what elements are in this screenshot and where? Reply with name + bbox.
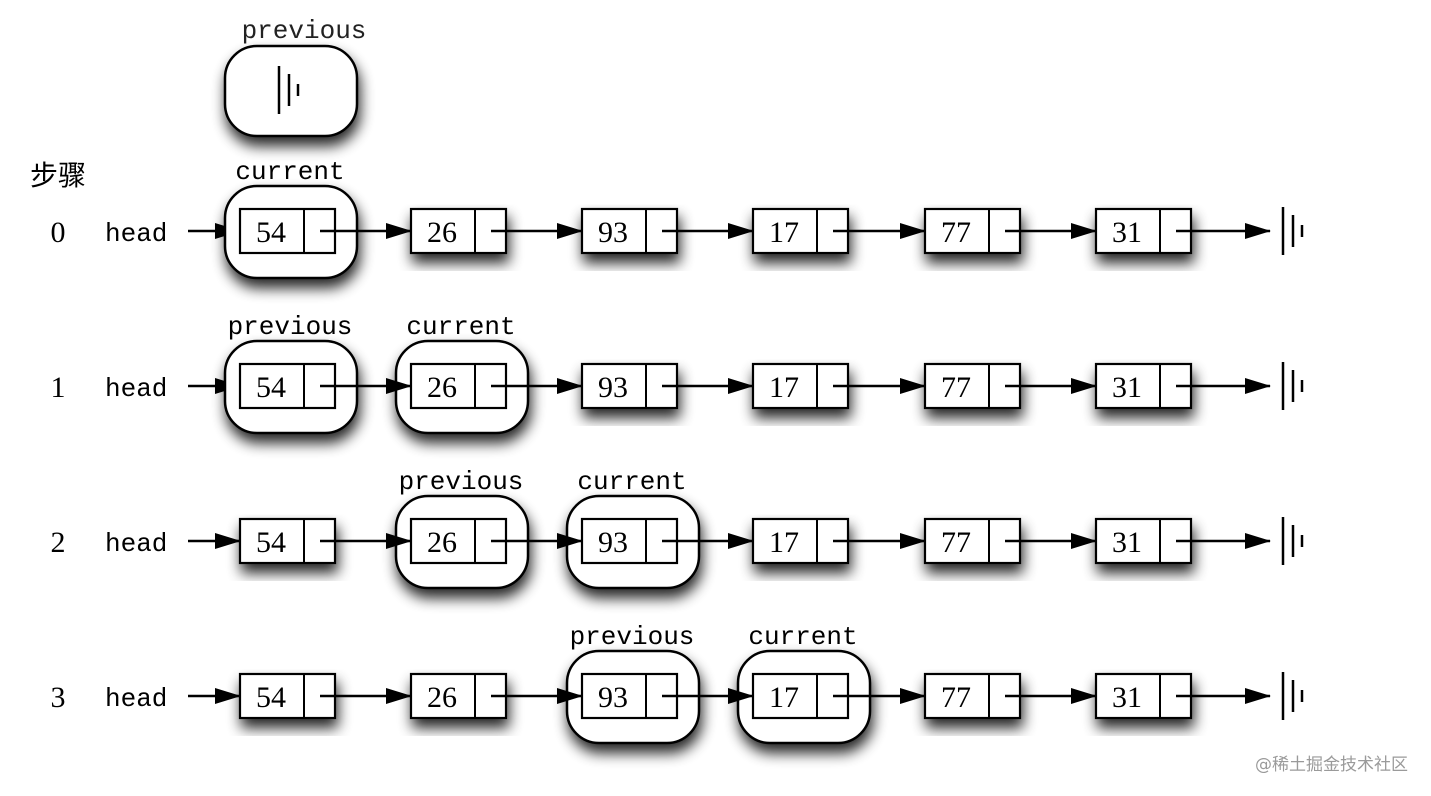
list-node: 77 xyxy=(923,672,1097,720)
list-node: 26 xyxy=(409,362,583,410)
head-label: head xyxy=(105,529,167,559)
node-value: 17 xyxy=(769,371,799,404)
node-value: 93 xyxy=(598,526,628,559)
step-number: 2 xyxy=(51,526,66,559)
node-value: 26 xyxy=(427,681,457,714)
node-value: 54 xyxy=(256,526,286,559)
list-node: 93 xyxy=(580,207,754,255)
watermark: @稀土掘金技术社区 xyxy=(1255,755,1408,775)
initial-previous-label: previous xyxy=(242,16,367,46)
node-value: 93 xyxy=(598,681,628,714)
list-node: 26 xyxy=(409,207,583,255)
node-box xyxy=(580,672,679,720)
node-value: 54 xyxy=(256,681,286,714)
node-value: 31 xyxy=(1112,526,1142,559)
node-box xyxy=(1094,362,1193,410)
list-node: 93 xyxy=(580,672,754,720)
none-ground-icon xyxy=(1281,672,1304,720)
node-value: 93 xyxy=(598,216,628,249)
list-node: 17 xyxy=(751,362,926,410)
node-value: 77 xyxy=(941,216,971,249)
list-node: 31 xyxy=(1094,672,1271,720)
node-value: 77 xyxy=(941,681,971,714)
node-box xyxy=(409,207,508,255)
step-row-3: 3 head previous current 54 26 93 17 77 31 xyxy=(51,622,1304,745)
step-number: 0 xyxy=(51,216,66,249)
none-ground-icon xyxy=(1281,207,1304,255)
current-label: current xyxy=(577,467,686,497)
node-box xyxy=(751,672,850,720)
node-value: 54 xyxy=(256,371,286,404)
list-node: 31 xyxy=(1094,207,1271,255)
node-box xyxy=(238,207,337,255)
list-node: 77 xyxy=(923,362,1097,410)
node-value: 54 xyxy=(256,216,286,249)
list-node: 54 xyxy=(238,207,412,255)
node-value: 17 xyxy=(769,681,799,714)
node-box xyxy=(238,362,337,410)
node-box xyxy=(1094,672,1193,720)
none-ground-icon xyxy=(1281,362,1304,410)
node-value: 31 xyxy=(1112,371,1142,404)
step-number: 1 xyxy=(51,371,66,404)
node-value: 31 xyxy=(1112,216,1142,249)
list-node: 93 xyxy=(580,517,754,565)
list-node: 31 xyxy=(1094,517,1271,565)
node-box xyxy=(1094,517,1193,565)
current-label: current xyxy=(235,157,344,187)
list-node: 26 xyxy=(409,517,583,565)
node-box xyxy=(751,517,850,565)
step-row-2: 2 head previous current 54 26 93 17 77 31 xyxy=(51,467,1304,590)
list-node: 54 xyxy=(238,672,412,720)
head-label: head xyxy=(105,374,167,404)
current-label: current xyxy=(748,622,857,652)
list-node: 54 xyxy=(238,362,412,410)
node-value: 17 xyxy=(769,216,799,249)
head-label: head xyxy=(105,684,167,714)
step-row-1: 1 head previous current 54 26 93 17 77 31 xyxy=(51,312,1304,435)
node-value: 77 xyxy=(941,526,971,559)
previous-label: previous xyxy=(228,312,353,342)
list-node: 77 xyxy=(923,207,1097,255)
list-node: 77 xyxy=(923,517,1097,565)
previous-label: previous xyxy=(399,467,524,497)
node-box xyxy=(923,672,1022,720)
previous-label: previous xyxy=(570,622,695,652)
current-label: current xyxy=(406,312,515,342)
node-value: 26 xyxy=(427,371,457,404)
node-box xyxy=(923,517,1022,565)
steps-heading: 步骤 xyxy=(30,159,86,192)
node-box xyxy=(409,517,508,565)
node-value: 26 xyxy=(427,216,457,249)
node-value: 17 xyxy=(769,526,799,559)
step-number: 3 xyxy=(51,681,66,714)
list-node: 17 xyxy=(751,672,926,720)
node-box xyxy=(751,362,850,410)
head-label: head xyxy=(105,219,167,249)
step-row-0: 0 head current 54 26 93 17 77 31 xyxy=(51,157,1304,280)
node-box xyxy=(923,362,1022,410)
initial-previous-pointer xyxy=(223,44,359,138)
node-value: 26 xyxy=(427,526,457,559)
node-box xyxy=(923,207,1022,255)
node-value: 93 xyxy=(598,371,628,404)
node-value: 31 xyxy=(1112,681,1142,714)
list-node: 54 xyxy=(238,517,412,565)
list-node: 31 xyxy=(1094,362,1271,410)
node-value: 77 xyxy=(941,371,971,404)
none-ground-icon xyxy=(1281,517,1304,565)
list-node: 93 xyxy=(580,362,754,410)
node-box xyxy=(751,207,850,255)
list-node: 17 xyxy=(751,207,926,255)
list-node: 17 xyxy=(751,517,926,565)
list-node: 26 xyxy=(409,672,583,720)
none-ground-icon xyxy=(277,66,300,114)
